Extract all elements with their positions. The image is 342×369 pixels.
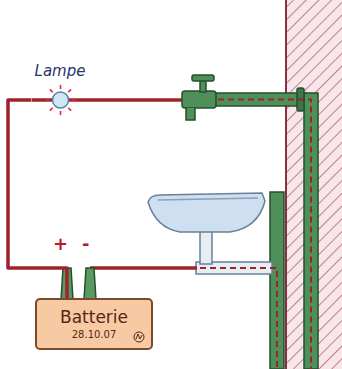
light-ray xyxy=(68,108,71,111)
monogram-ring xyxy=(134,332,144,342)
battery-box: Batterie28.10.07 xyxy=(35,298,153,350)
faucet-handle xyxy=(192,75,214,81)
terminal-sign: - xyxy=(82,234,89,254)
light-ray xyxy=(49,89,52,92)
monogram-mark xyxy=(136,334,142,339)
terminal-sign: + xyxy=(53,234,68,254)
sink-trap xyxy=(200,230,212,264)
light-ray xyxy=(49,108,52,111)
node-subtext: 28.10.07 xyxy=(44,328,144,341)
faucet xyxy=(182,91,216,108)
wall-edge xyxy=(285,0,287,369)
lamp-bulb xyxy=(52,92,68,108)
light-ray xyxy=(45,99,49,101)
terminal-clip xyxy=(84,268,96,300)
light-ray xyxy=(68,89,71,92)
wall xyxy=(286,0,342,369)
sink-rim xyxy=(158,198,258,200)
light-ray xyxy=(59,111,61,115)
node-title: Lampe xyxy=(32,62,89,80)
light-ray xyxy=(71,99,75,101)
sink xyxy=(148,193,265,232)
wire xyxy=(8,100,67,298)
current-path xyxy=(218,100,311,369)
node-title: Batterie xyxy=(44,307,144,328)
light-ray xyxy=(59,85,61,89)
wire xyxy=(60,98,184,102)
monogram xyxy=(133,331,145,343)
current-path xyxy=(200,268,277,369)
faucet-spout xyxy=(186,108,195,120)
faucet-stem xyxy=(200,80,206,92)
lamp: Lampe xyxy=(32,62,89,118)
wire xyxy=(32,98,53,102)
wire xyxy=(90,266,197,270)
